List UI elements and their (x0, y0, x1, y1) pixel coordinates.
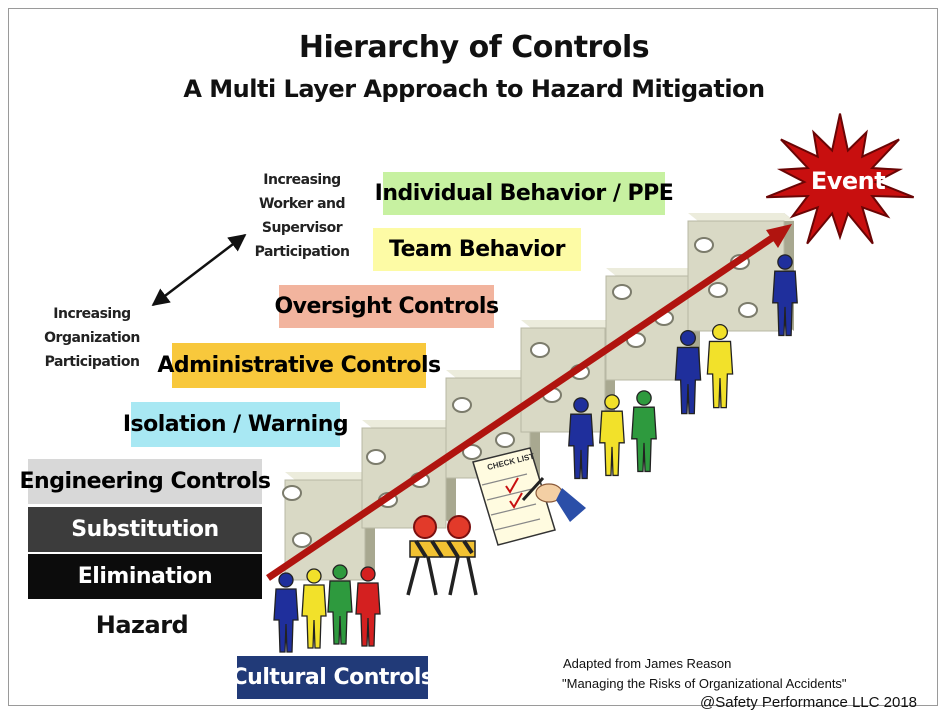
person-icon (327, 564, 353, 645)
barrier-hole (612, 284, 632, 300)
barrier-slab (361, 420, 456, 529)
credit-line-1: Adapted from James Reason (563, 656, 732, 671)
control-box-individual-behavior: Individual Behavior / PPE (375, 172, 674, 215)
person-icon (273, 572, 299, 653)
checklist-icon: CHECK LIST (472, 447, 586, 546)
image-border (8, 8, 938, 706)
control-box-isolation-warning: Isolation / Warning (123, 402, 349, 447)
control-box-team-behavior: Team Behavior (373, 228, 581, 271)
control-box-substitution: Substitution (28, 507, 262, 552)
control-box-oversight: Oversight Controls (274, 285, 499, 328)
person-icon (599, 394, 625, 477)
worker-participation-note: Increasing Worker and Supervisor Partici… (254, 172, 350, 260)
diagram-subtitle: A Multi Layer Approach to Hazard Mitigat… (183, 75, 765, 103)
barrier-hole (366, 449, 386, 465)
hazard-trajectory-arrow (266, 233, 777, 581)
control-box-administrative: Administrative Controls (157, 343, 441, 388)
event-starburst (765, 113, 915, 245)
barrier-hole (694, 237, 714, 253)
barrier-hole (462, 444, 482, 460)
person-icon (772, 254, 798, 337)
barrier-hole (738, 302, 758, 318)
copyright: @Safety Performance LLC 2018 (700, 694, 918, 711)
credit-line-2: "Managing the Risks of Organizational Ac… (562, 676, 847, 691)
barrier-slab (282, 472, 375, 581)
person-icon (568, 397, 594, 480)
barrier-hole (530, 342, 550, 358)
people-figures (273, 254, 798, 653)
control-box-elimination: Elimination (28, 554, 262, 599)
person-icon (355, 566, 381, 647)
person-icon (631, 390, 657, 473)
diagram-title: Hierarchy of Controls (298, 30, 650, 65)
control-box-cultural: Cultural Controls (232, 656, 434, 699)
participation-arrow (151, 233, 247, 307)
barrier-hole (452, 397, 472, 413)
barrier-hole (495, 432, 515, 448)
event-label: Event (810, 167, 886, 195)
barricade-icon (406, 515, 478, 596)
person-icon (301, 568, 327, 649)
trajectory-arrowhead (766, 224, 792, 248)
hazard-label: Hazard (95, 611, 189, 639)
control-box-engineering: Engineering Controls (20, 459, 271, 504)
barrier-hole (282, 485, 302, 501)
person-icon (674, 329, 702, 415)
barrier-hole (708, 282, 728, 298)
person-icon (706, 323, 734, 409)
organization-participation-note: Increasing Organization Participation (44, 306, 140, 370)
barrier-hole (292, 532, 312, 548)
